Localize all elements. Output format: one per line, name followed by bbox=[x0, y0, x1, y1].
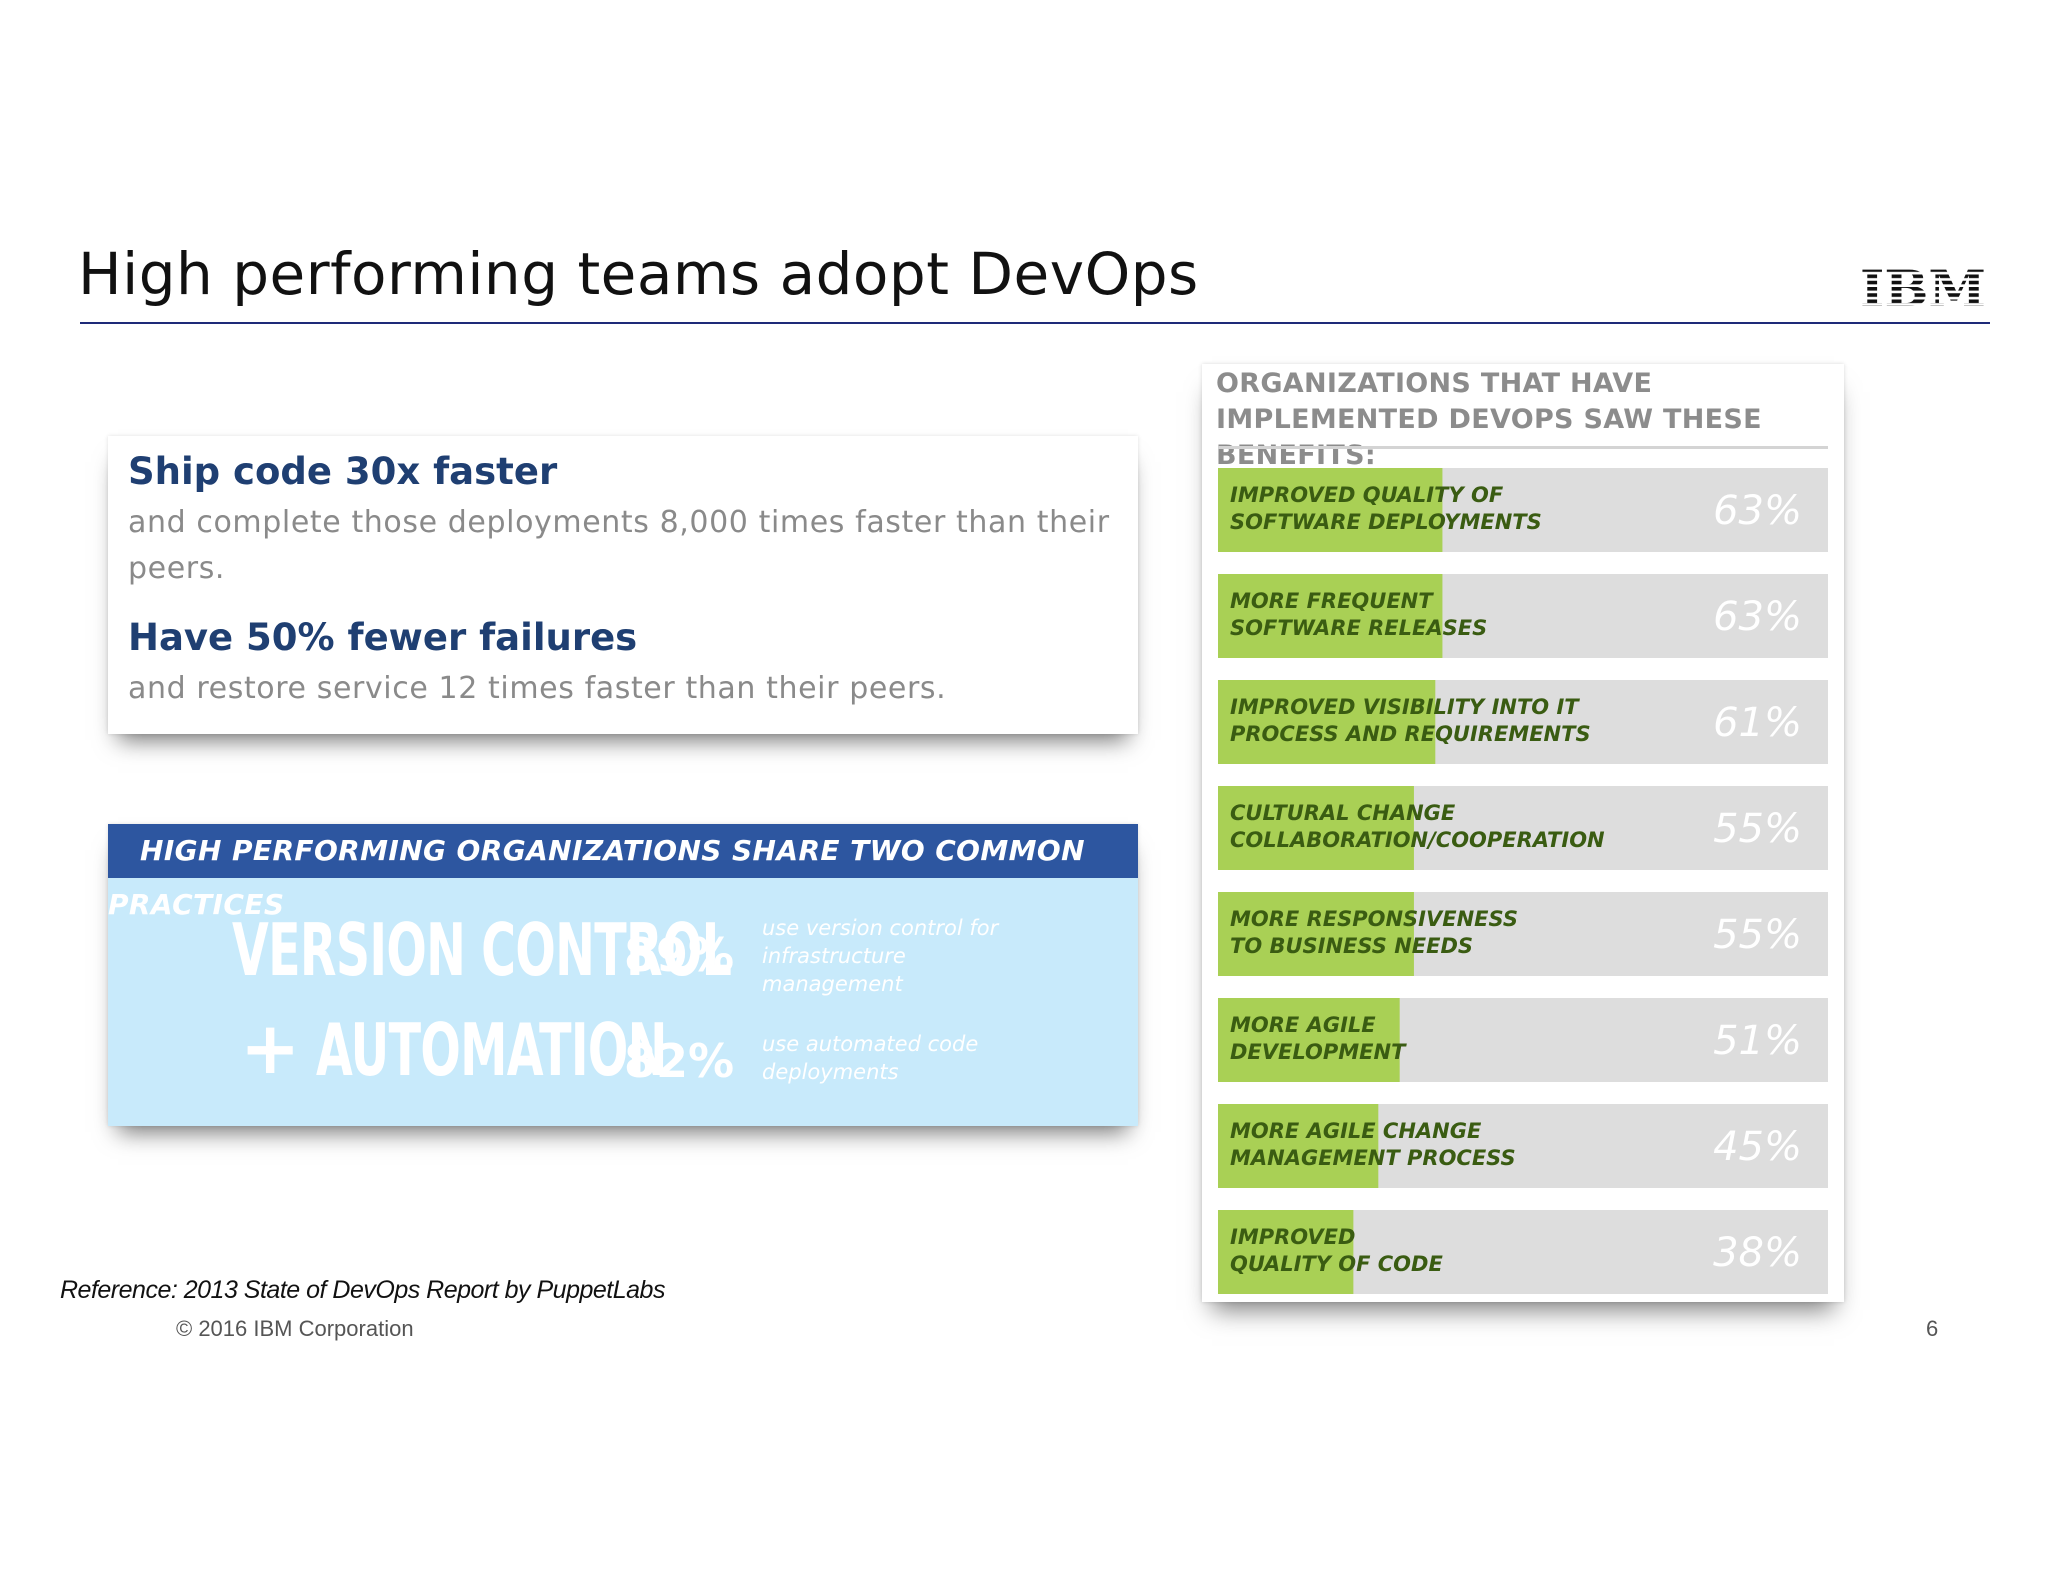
practices-header: HIGH PERFORMING ORGANIZATIONS SHARE TWO … bbox=[108, 824, 1138, 921]
reference-note: Reference: 2013 State of DevOps Report b… bbox=[60, 1276, 665, 1304]
practice-desc-automation: use automated code deployments bbox=[762, 1032, 979, 1084]
bar-category-label: SOFTWARE DEPLOYMENTS bbox=[1230, 510, 1542, 534]
stat-heading-ship-code: Ship code 30x faster bbox=[128, 450, 558, 493]
stat-body-failures: and restore service 12 times faster than… bbox=[128, 671, 947, 706]
bar bbox=[1218, 998, 1400, 1082]
bar-category-label: COLLABORATION/COOPERATION bbox=[1230, 828, 1605, 852]
benefits-bar-chart: IMPROVED QUALITY OF SOFTWARE DEPLOYMENTS 6… bbox=[1218, 468, 1828, 1294]
page-number: 6 bbox=[1926, 1316, 1939, 1341]
ibm-logo-text: IBM bbox=[1860, 262, 1986, 312]
title-divider bbox=[80, 322, 1990, 324]
bar-value-label: 63% bbox=[1713, 488, 1802, 534]
copyright: © 2016 IBM Corporation bbox=[176, 1316, 414, 1341]
bar bbox=[1218, 468, 1443, 552]
bar bbox=[1218, 786, 1414, 870]
bar bbox=[1218, 1104, 1379, 1188]
bar-value-label: 63% bbox=[1713, 594, 1802, 640]
bar-category-label: MORE FREQUENT bbox=[1230, 589, 1434, 613]
practice-percent-automation: 82% bbox=[624, 1034, 735, 1088]
benefits-chart-panel: ORGANIZATIONS THAT HAVE IMPLEMENTED DEVO… bbox=[1202, 364, 1844, 1302]
bar-value-label: 55% bbox=[1713, 912, 1802, 958]
bar-category-label: DEVELOPMENT bbox=[1230, 1040, 1407, 1064]
bar-category-label: SOFTWARE RELEASES bbox=[1230, 616, 1487, 640]
bar bbox=[1218, 892, 1414, 976]
practice-name-automation: AUTOMATION bbox=[316, 1008, 667, 1092]
stat-body-ship-code: and complete those deployments 8,000 tim… bbox=[128, 505, 1110, 586]
bar-category-label: CULTURAL CHANGE bbox=[1230, 801, 1456, 825]
page-title: High performing teams adopt DevOps bbox=[78, 240, 1199, 308]
stat-heading-failures: Have 50% fewer failures bbox=[128, 616, 638, 659]
practice-desc-version-control: use version control for infrastructure m… bbox=[762, 916, 999, 996]
bar-value-label: 61% bbox=[1713, 700, 1802, 746]
bar-category-label: QUALITY OF CODE bbox=[1230, 1252, 1443, 1276]
bar-category-label: IMPROVED QUALITY OF bbox=[1230, 483, 1504, 507]
practice-plus-icon: + bbox=[240, 1006, 301, 1090]
bar-category-label: MORE AGILE bbox=[1230, 1013, 1376, 1037]
chart-title-rule bbox=[1218, 446, 1828, 449]
practices-card: HIGH PERFORMING ORGANIZATIONS SHARE TWO … bbox=[108, 824, 1138, 1126]
bar-category-label: MORE AGILE CHANGE bbox=[1230, 1119, 1482, 1143]
bar-value-label: 38% bbox=[1713, 1230, 1802, 1276]
practice-percent-version-control: 89% bbox=[624, 928, 735, 982]
chart-title: ORGANIZATIONS THAT HAVE IMPLEMENTED DEVO… bbox=[1216, 368, 1762, 471]
ibm-logo-icon: IBM bbox=[1860, 262, 1986, 312]
bar-category-label: TO BUSINESS NEEDS bbox=[1230, 934, 1473, 958]
bar bbox=[1218, 574, 1443, 658]
bar bbox=[1218, 1210, 1354, 1294]
bar bbox=[1218, 680, 1436, 764]
bar-value-label: 55% bbox=[1713, 806, 1802, 852]
bar-value-label: 45% bbox=[1713, 1124, 1802, 1170]
stats-card: Ship code 30x faster and complete those … bbox=[108, 436, 1138, 734]
bar-category-label: MORE RESPONSIVENESS bbox=[1230, 907, 1518, 931]
practice-name-version-control: VERSION CONTROL bbox=[232, 908, 732, 992]
bar-category-label: MANAGEMENT PROCESS bbox=[1230, 1146, 1516, 1170]
bar-category-label: PROCESS AND REQUIREMENTS bbox=[1230, 722, 1591, 746]
bar-category-label: IMPROVED bbox=[1230, 1225, 1355, 1249]
bar-value-label: 51% bbox=[1713, 1018, 1802, 1064]
bar-category-label: IMPROVED VISIBILITY INTO IT bbox=[1230, 695, 1580, 719]
